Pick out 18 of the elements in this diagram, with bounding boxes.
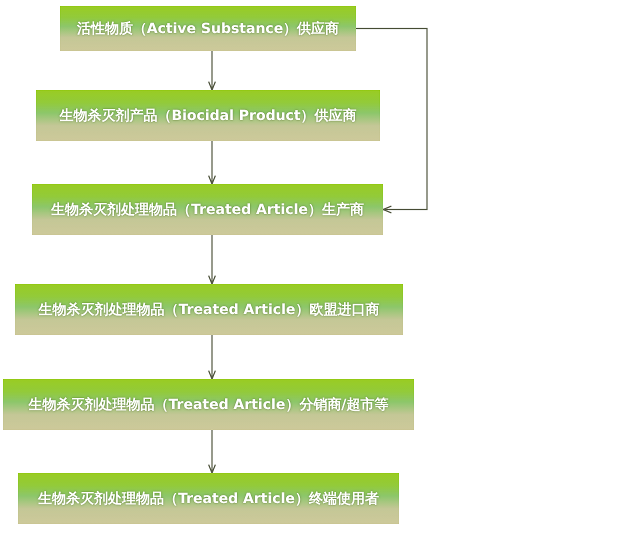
box-label: 生物杀灭剂产品（Biocidal Product）供应商 (59, 106, 357, 124)
process-box (60, 6, 356, 51)
arrow (208, 51, 216, 91)
arrow (208, 235, 216, 285)
process-box (15, 284, 403, 335)
process-box (36, 90, 380, 141)
box-label: 生物杀灭剂处理物品（Treated Article）生产商 (51, 200, 364, 218)
arrow (208, 335, 216, 380)
process-box (18, 473, 399, 524)
box-label: 活性物质（Active Substance）供应商 (76, 20, 340, 38)
arrow (356, 28, 428, 214)
process-box (32, 184, 383, 235)
box-label: 生物杀灭剂处理物品（Treated Article）欧盟进口商 (38, 300, 380, 318)
arrow (208, 141, 216, 185)
process-box (3, 379, 414, 430)
arrow (208, 430, 216, 474)
box-label: 生物杀灭剂处理物品（Treated Article）分销商/超市等 (28, 396, 388, 414)
box-label: 生物杀灭剂处理物品（Treated Article）终端使用者 (38, 490, 379, 508)
